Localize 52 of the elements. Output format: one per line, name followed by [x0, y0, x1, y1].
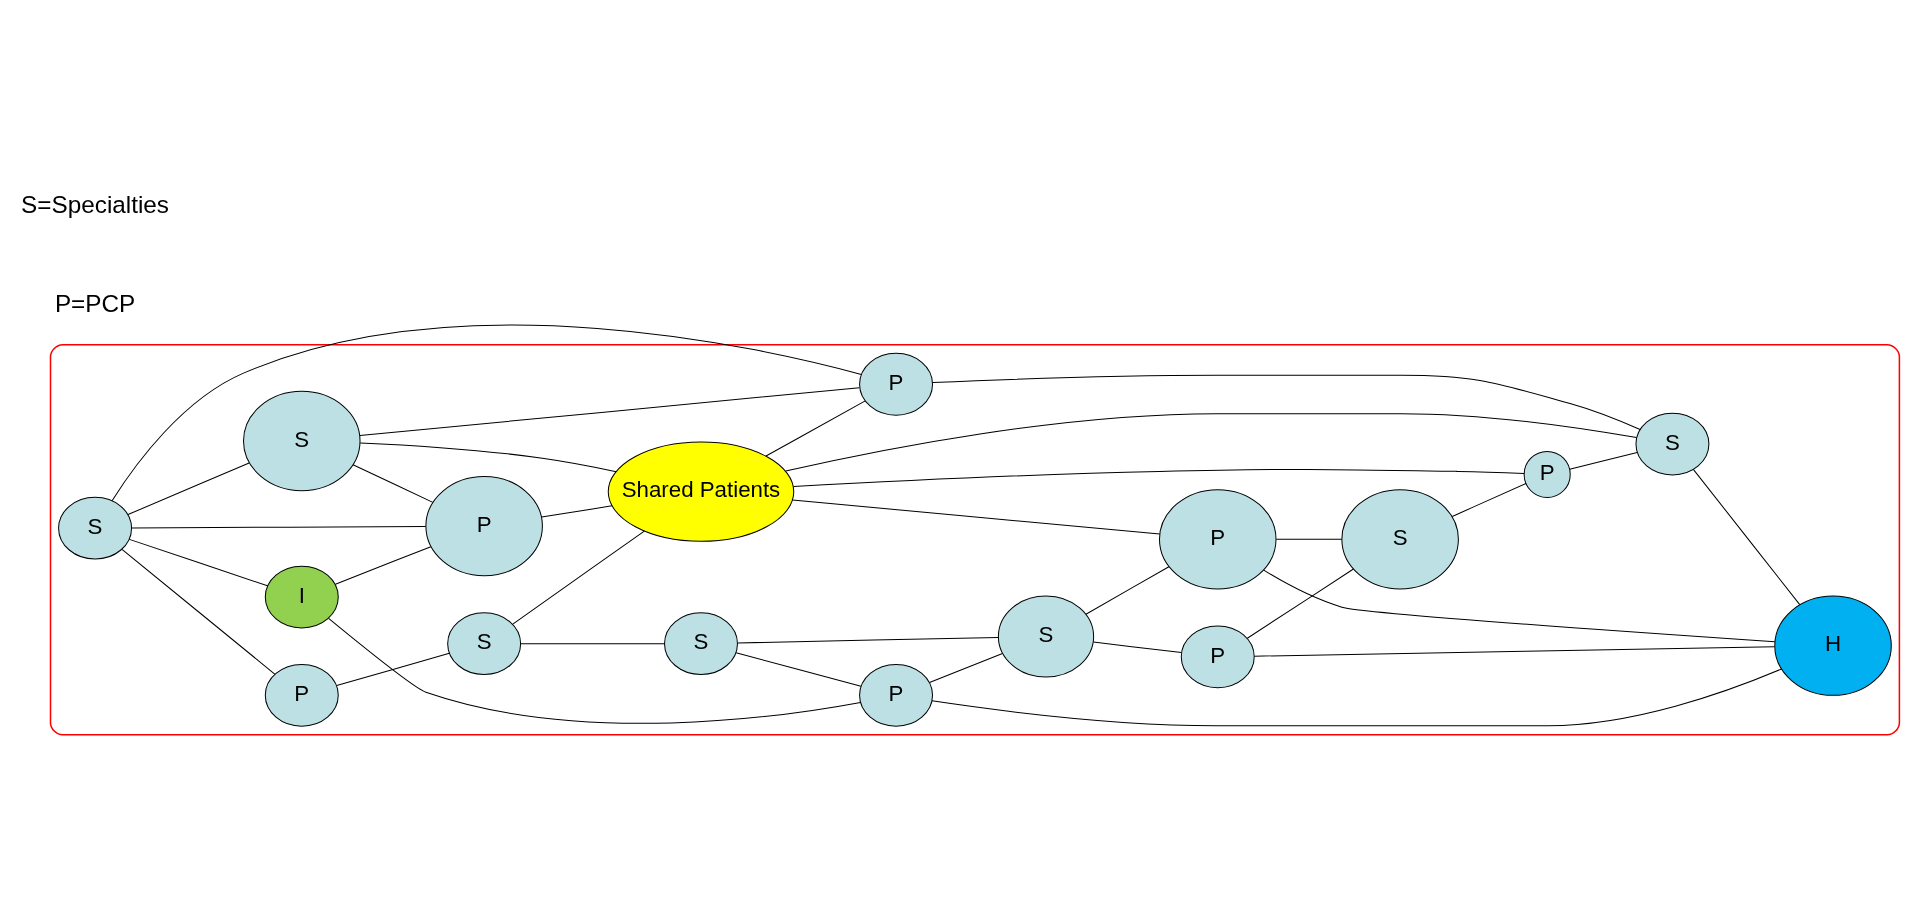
node-ellipse: H	[1774, 595, 1892, 696]
connector	[541, 505, 613, 518]
node-ellipse: S	[243, 390, 361, 492]
connector	[1085, 566, 1170, 615]
connector	[1253, 646, 1775, 657]
connector	[1246, 568, 1354, 639]
connector	[328, 617, 862, 724]
connector	[785, 413, 1638, 472]
connector	[334, 546, 432, 585]
connector	[765, 400, 866, 457]
connector	[735, 652, 862, 687]
node-ellipse: S	[664, 612, 738, 676]
connector	[1569, 452, 1638, 470]
connector	[111, 324, 862, 502]
connector	[792, 499, 1161, 535]
node-circle: P	[1523, 450, 1571, 498]
connector	[352, 464, 434, 503]
connector	[1263, 569, 1776, 643]
connector	[1275, 538, 1343, 540]
connector	[336, 652, 450, 687]
node-ellipse: I	[264, 565, 339, 629]
label: P=PCP	[54, 289, 136, 317]
connector	[1092, 641, 1182, 654]
connector	[793, 468, 1525, 487]
node-ellipse: P	[859, 352, 934, 416]
connector	[127, 462, 250, 516]
label: S=Specialties	[21, 191, 170, 219]
connector	[932, 374, 1641, 430]
connector	[929, 652, 1003, 683]
connector	[737, 637, 999, 644]
node-ellipse: P	[1180, 625, 1255, 689]
connector	[512, 530, 645, 625]
node-ellipse: Shared Patients	[607, 441, 795, 542]
node-ellipse: S	[997, 595, 1095, 678]
connector	[121, 548, 276, 675]
node-ellipse: S	[58, 496, 133, 560]
node-ellipse: S	[1635, 412, 1710, 476]
connector	[1693, 469, 1801, 606]
node-ellipse: S	[447, 612, 522, 676]
connector	[359, 442, 617, 473]
node-ellipse: S	[1341, 489, 1459, 590]
cluster	[49, 344, 1901, 736]
connector	[131, 525, 427, 529]
node-ellipse: P	[264, 663, 339, 727]
node-ellipse: P	[425, 475, 543, 577]
connector	[359, 387, 860, 437]
connector	[1451, 482, 1527, 517]
node-ellipse: P	[859, 663, 934, 727]
connector	[931, 668, 1782, 727]
node-ellipse: P	[1159, 489, 1277, 590]
connector	[520, 643, 665, 645]
connector	[128, 538, 268, 587]
